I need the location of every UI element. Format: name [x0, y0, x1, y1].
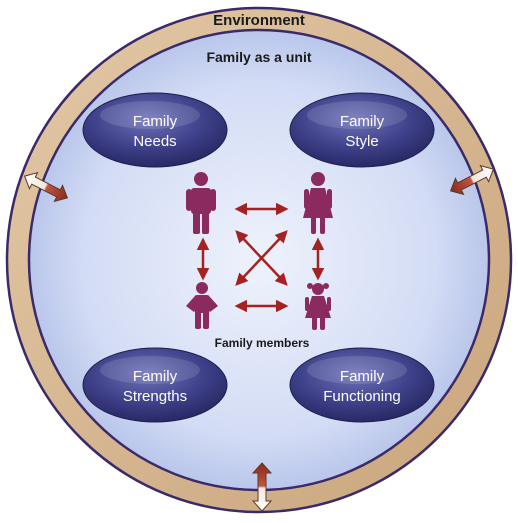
oval-family-style: Family Style: [289, 92, 435, 168]
woman-figure-icon: [303, 172, 333, 234]
girl-figure-icon: [305, 283, 331, 330]
oval-style-line1: Family: [340, 113, 385, 130]
oval-needs-line2: Needs: [133, 133, 176, 150]
arrow-woman-boy: [235, 230, 288, 286]
oval-style-line2: Style: [345, 133, 378, 150]
relationship-arrows: [196, 202, 325, 313]
environment-label: Environment: [213, 12, 305, 29]
bidirectional-arrow-icon: [449, 164, 495, 196]
oval-functioning-line2: Functioning: [323, 388, 401, 405]
oval-family-needs: Family Needs: [82, 92, 228, 168]
oval-strengths-line2: Strengths: [123, 388, 187, 405]
oval-functioning-line1: Family: [340, 368, 385, 385]
family-unit-label: Family as a unit: [206, 49, 311, 65]
boy-figure-icon: [186, 282, 218, 329]
man-figure-icon: [186, 172, 216, 234]
oval-needs-line1: Family: [133, 113, 178, 130]
family-members-label: Family members: [215, 336, 310, 350]
bidirectional-arrow-icon: [251, 462, 273, 512]
oval-family-functioning: Family Functioning: [289, 347, 435, 423]
oval-strengths-line1: Family: [133, 368, 178, 385]
bidirectional-arrow-icon: [23, 171, 69, 203]
oval-family-strengths: Family Strengths: [82, 347, 228, 423]
